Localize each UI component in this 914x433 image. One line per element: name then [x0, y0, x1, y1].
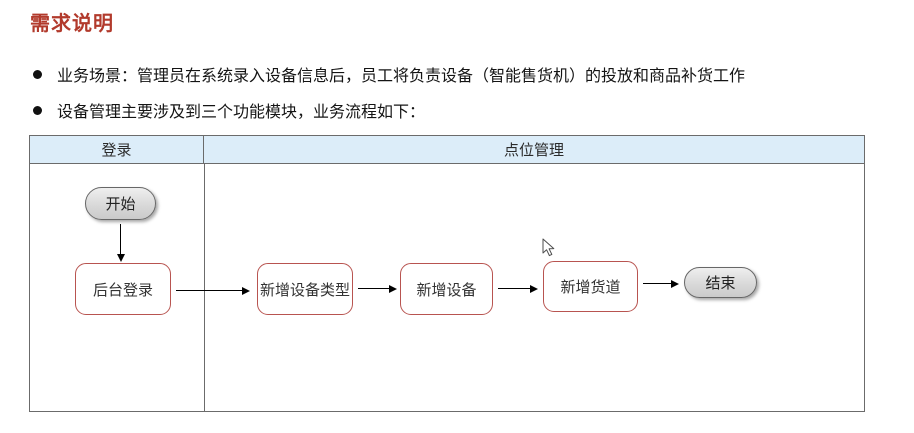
lane-header-login: 登录 — [30, 136, 204, 163]
bullet-text: 业务场景：管理员在系统录入设备信息后，员工将负责设备（智能售货机）的投放和商品补… — [57, 68, 746, 85]
lane-header-point-management: 点位管理 — [503, 142, 564, 159]
page-title: 需求说明 — [30, 13, 114, 35]
bullet-item-module-overview: 设备管理主要涉及到三个功能模块，业务流程如下： — [33, 98, 425, 122]
flow-node-start: 开始 — [85, 187, 156, 220]
arrow-device-type-to-device — [358, 284, 397, 293]
flow-node-add-device: 新增设备 — [400, 263, 493, 315]
bullet-item-business-scene: 业务场景：管理员在系统录入设备信息后，员工将负责设备（智能售货机）的投放和商品补… — [33, 62, 745, 86]
flow-node-backend-login: 后台登录 — [75, 263, 171, 315]
arrow-device-to-channel — [498, 284, 538, 293]
arrow-start-to-login — [116, 224, 125, 262]
lane-divider — [204, 164, 205, 411]
flow-node-add-channel: 新增货道 — [543, 261, 638, 312]
flow-node-add-device-type: 新增设备类型 — [257, 263, 353, 315]
flow-node-end: 结束 — [684, 267, 757, 298]
bullet-icon — [33, 105, 42, 115]
bullet-text: 设备管理主要涉及到三个功能模块，业务流程如下： — [57, 104, 426, 121]
bullet-icon — [33, 69, 42, 79]
lane-header-row: 登录 点位管理 — [30, 136, 864, 164]
mouse-cursor-icon — [542, 238, 555, 257]
arrow-channel-to-end — [643, 279, 679, 288]
arrow-login-to-device-type — [176, 286, 250, 295]
